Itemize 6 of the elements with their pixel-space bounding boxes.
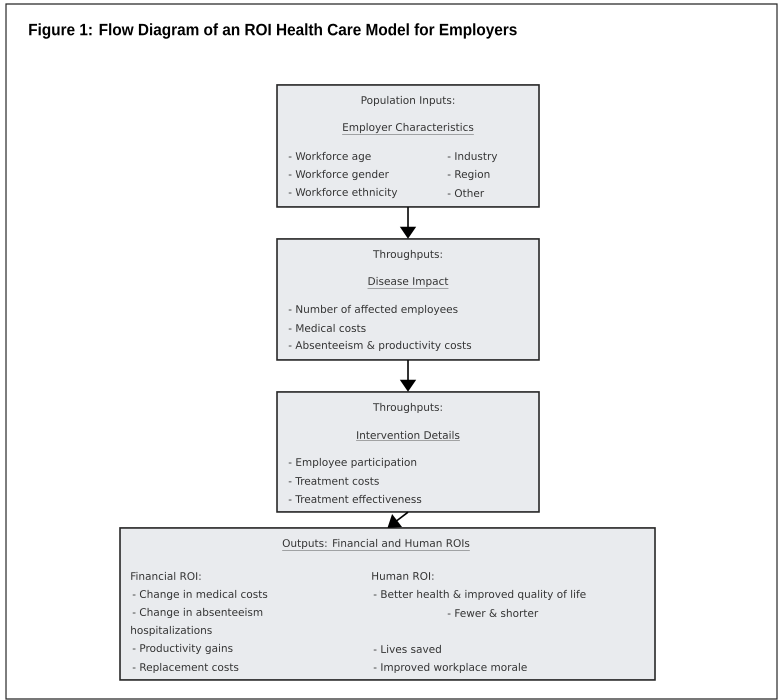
process-box: Throughputs: Disease Impact - Number of affected employees - Medical costs - Absenteeism & productivity costs (276, 238, 540, 361)
process-box: Population Inputs: Employer Characteristics - Workforce age - Workforce gender - Workforce ethnicity - Industry - Region - Other (276, 84, 540, 208)
title: Figure 1: Flow Diagram of an ROI Health Care Model for Employers (29, 23, 517, 39)
process-box: Throughputs: Intervention Details - Employee participation - Treatment costs - Treatment effectiveness (276, 391, 540, 513)
process-box: Outputs: Financial and Human ROIs Financial ROI: - Change in medical costs - Change in absenteeism hospitalizations - Productivity gains - Replacement costs Human ROI: - Better health & improved quality of life - Fewer & shorter - Lives saved - Improved workplace morale (119, 527, 656, 681)
arrow (388, 512, 408, 528)
